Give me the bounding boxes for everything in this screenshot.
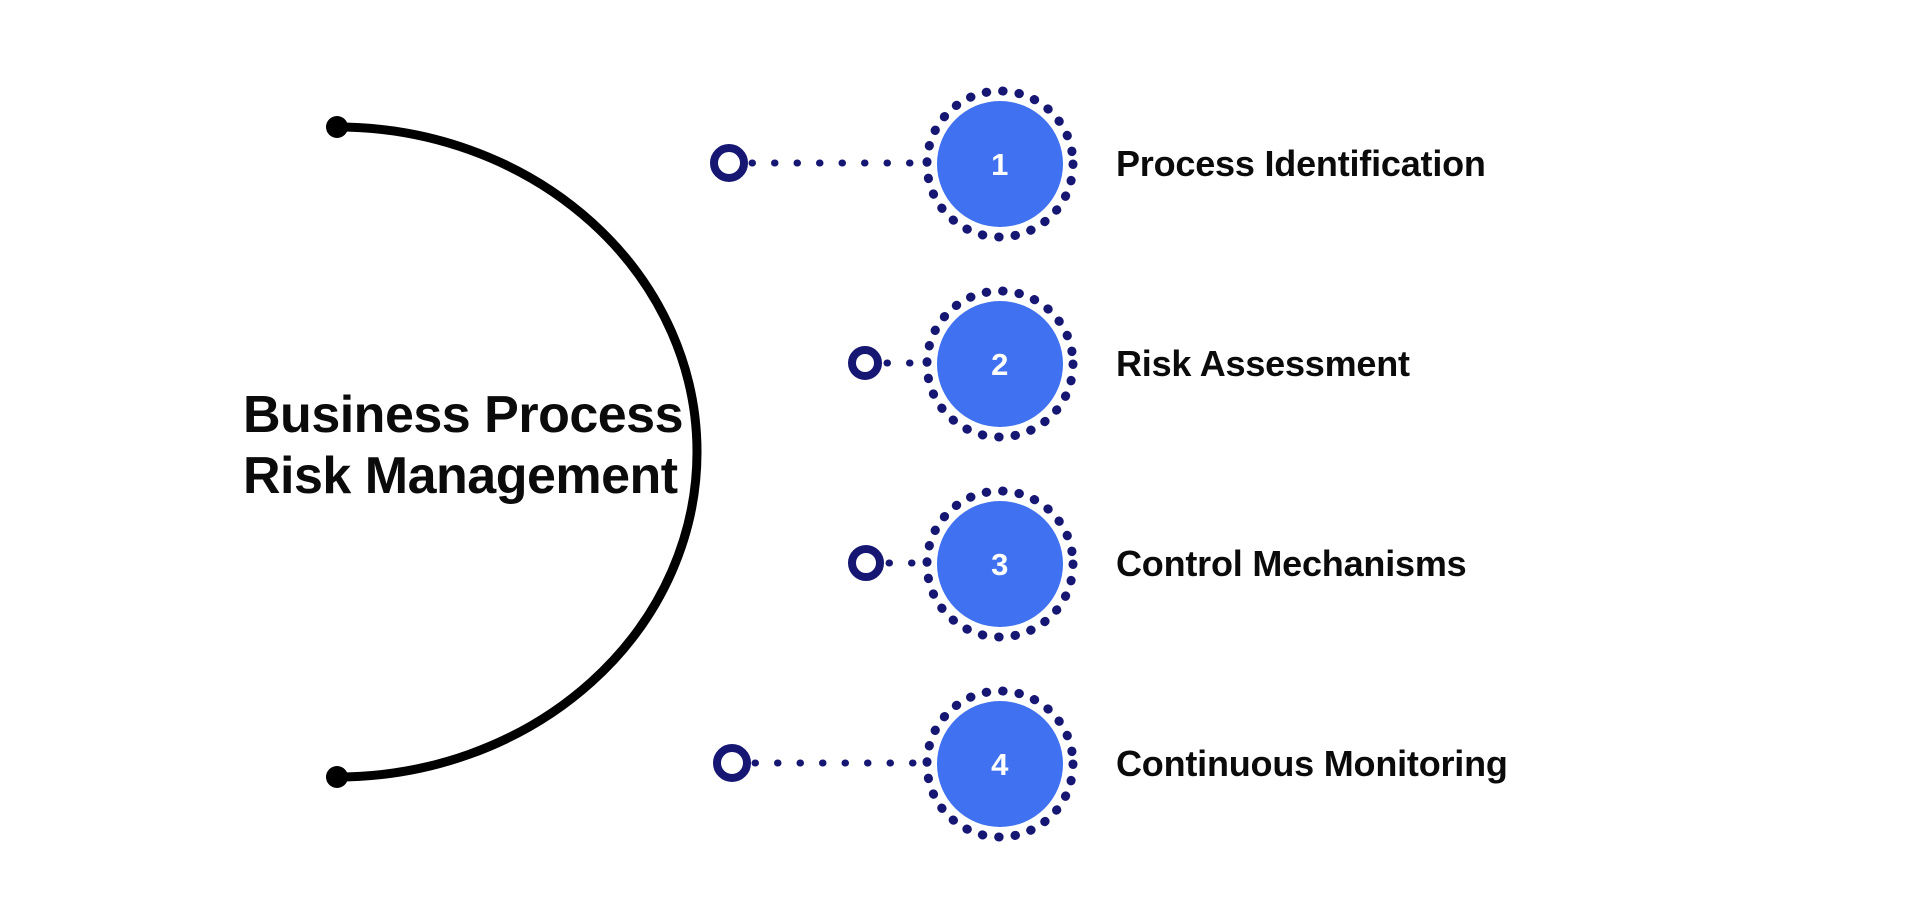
arc-node-ring-1[interactable] xyxy=(710,144,748,182)
badge-dotted-ring-icon xyxy=(922,86,1078,242)
arc-node-ring-2[interactable] xyxy=(848,346,882,380)
badge-disc-3: 3 xyxy=(937,501,1063,627)
badge-disc-4: 4 xyxy=(937,701,1063,827)
diagram-title-line-2: Risk Management xyxy=(243,447,678,506)
arc-endpoint-top-dot xyxy=(326,116,348,138)
step-item-1[interactable]: 1 Process Identification xyxy=(920,84,1486,244)
badge-number-4: 4 xyxy=(991,746,1009,782)
step-item-3[interactable]: 3 Control Mechanisms xyxy=(920,484,1467,644)
step-badge-4[interactable]: 4 xyxy=(920,684,1080,844)
step-badge-3[interactable]: 3 xyxy=(920,484,1080,644)
step-label-1: Process Identification xyxy=(1116,143,1486,184)
step-item-4[interactable]: 4 Continuous Monitoring xyxy=(920,684,1508,844)
arc-node-ring-3[interactable] xyxy=(848,545,884,581)
badge-disc-1: 1 xyxy=(937,101,1063,227)
arc-node-ring-4[interactable] xyxy=(713,744,751,782)
badge-dotted-ring-icon xyxy=(922,686,1078,842)
step-item-2[interactable]: 2 Risk Assessment xyxy=(920,284,1410,444)
step-badge-2[interactable]: 2 xyxy=(920,284,1080,444)
badge-number-2: 2 xyxy=(991,346,1009,382)
badge-number-1: 1 xyxy=(991,146,1009,182)
step-label-2: Risk Assessment xyxy=(1116,343,1410,384)
step-label-4: Continuous Monitoring xyxy=(1116,743,1508,784)
badge-disc-2: 2 xyxy=(937,301,1063,427)
step-badge-1[interactable]: 1 xyxy=(920,84,1080,244)
badge-dotted-ring-icon xyxy=(922,486,1078,642)
diagram-title: Business Process Risk Management xyxy=(243,385,803,508)
step-label-3: Control Mechanisms xyxy=(1116,543,1467,584)
badge-number-3: 3 xyxy=(991,546,1009,582)
arc-endpoint-bottom-dot xyxy=(326,766,348,788)
badge-dotted-ring-icon xyxy=(922,286,1078,442)
diagram-title-line-1: Business Process xyxy=(243,386,684,444)
